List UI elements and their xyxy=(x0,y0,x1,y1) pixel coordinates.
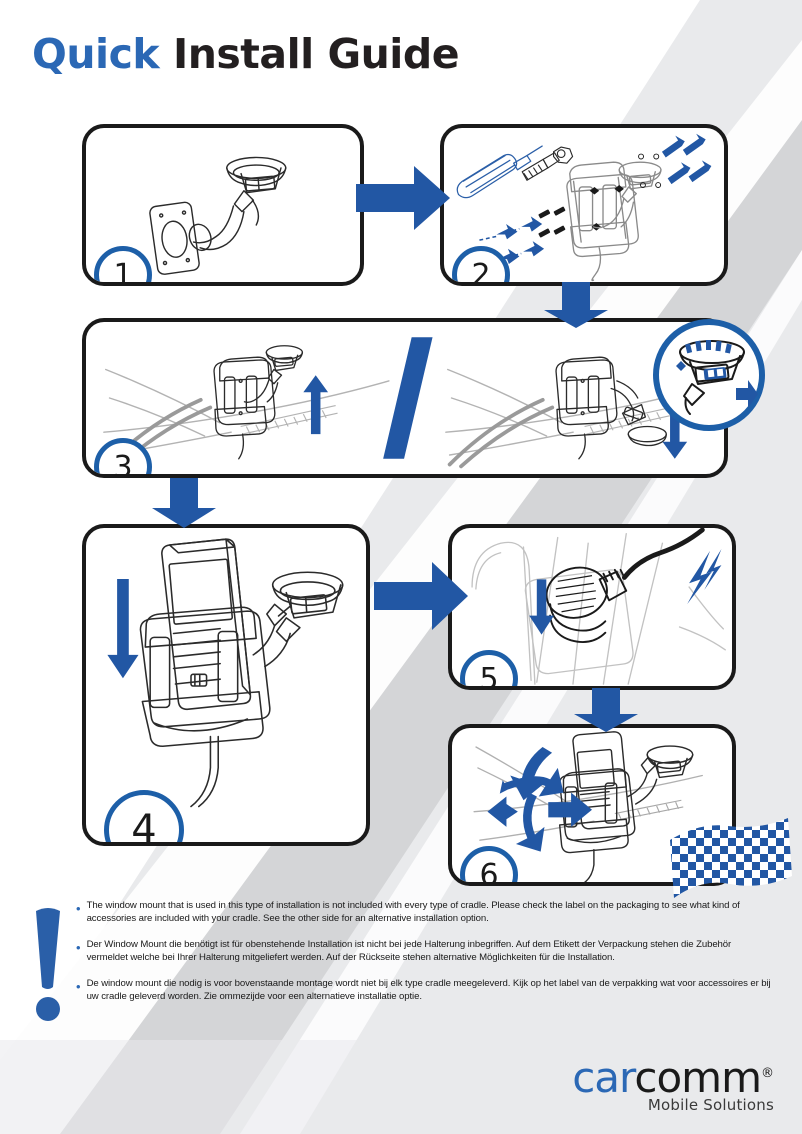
page-title-rest: Install Guide xyxy=(172,30,460,78)
logo-car-part: car xyxy=(572,1053,635,1102)
carcomm-logo: carcomm® Mobile Solutions xyxy=(572,1052,774,1115)
power-lightning-icon xyxy=(687,548,722,605)
note-text-nl: De window mount die nodig is voor bovens… xyxy=(86,978,771,1002)
step-panel-1[interactable]: 1 xyxy=(82,124,364,286)
arrow-step2-to-step3 xyxy=(544,282,608,328)
step-3-detail-callout xyxy=(653,319,765,431)
notes-section: • The window mount that is used in this … xyxy=(28,900,774,1021)
insert-phone-arrow xyxy=(107,579,139,679)
note-text-de: Der Window Mount die benötigt ist für ob… xyxy=(86,939,732,963)
arrow-step1-to-step2 xyxy=(356,166,450,230)
step-panel-5[interactable]: 5 xyxy=(448,524,736,690)
step-number-6: 6 xyxy=(479,857,499,886)
option-divider xyxy=(383,337,433,459)
page-title: Quick Install Guide xyxy=(32,30,460,78)
arrow-step4-to-step5 xyxy=(374,562,468,630)
arrow-step5-to-step6 xyxy=(574,688,638,732)
logo-wordmark: carcomm® xyxy=(572,1052,774,1100)
note-item-nl: • De window mount die nodig is voor bove… xyxy=(76,978,774,1003)
note-bullet-icon: • xyxy=(76,901,81,916)
note-bullet-icon: • xyxy=(76,979,81,995)
registered-trademark-icon: ® xyxy=(761,1066,774,1081)
step-number-2: 2 xyxy=(471,257,491,286)
step-number-4: 4 xyxy=(131,807,157,846)
press-up-arrow xyxy=(303,375,329,435)
arrow-step3-to-step4 xyxy=(152,478,216,528)
step-number-1: 1 xyxy=(113,257,133,286)
note-bullet-icon: • xyxy=(76,940,81,956)
logo-comm-part: comm xyxy=(634,1053,762,1102)
page-title-highlight: Quick xyxy=(32,30,160,78)
exclamation-mark-icon xyxy=(36,908,60,1021)
step-number-5: 5 xyxy=(479,661,499,690)
step-panel-3[interactable]: 3 xyxy=(82,318,728,478)
checkered-finish-flag xyxy=(670,818,792,898)
step-3-illustration xyxy=(103,337,704,469)
step-number-3: 3 xyxy=(113,449,133,478)
step-panel-4[interactable]: 4 xyxy=(82,524,370,846)
step-panel-2[interactable]: 2 xyxy=(440,124,728,286)
note-item-de: • Der Window Mount die benötigt ist für … xyxy=(76,939,774,964)
